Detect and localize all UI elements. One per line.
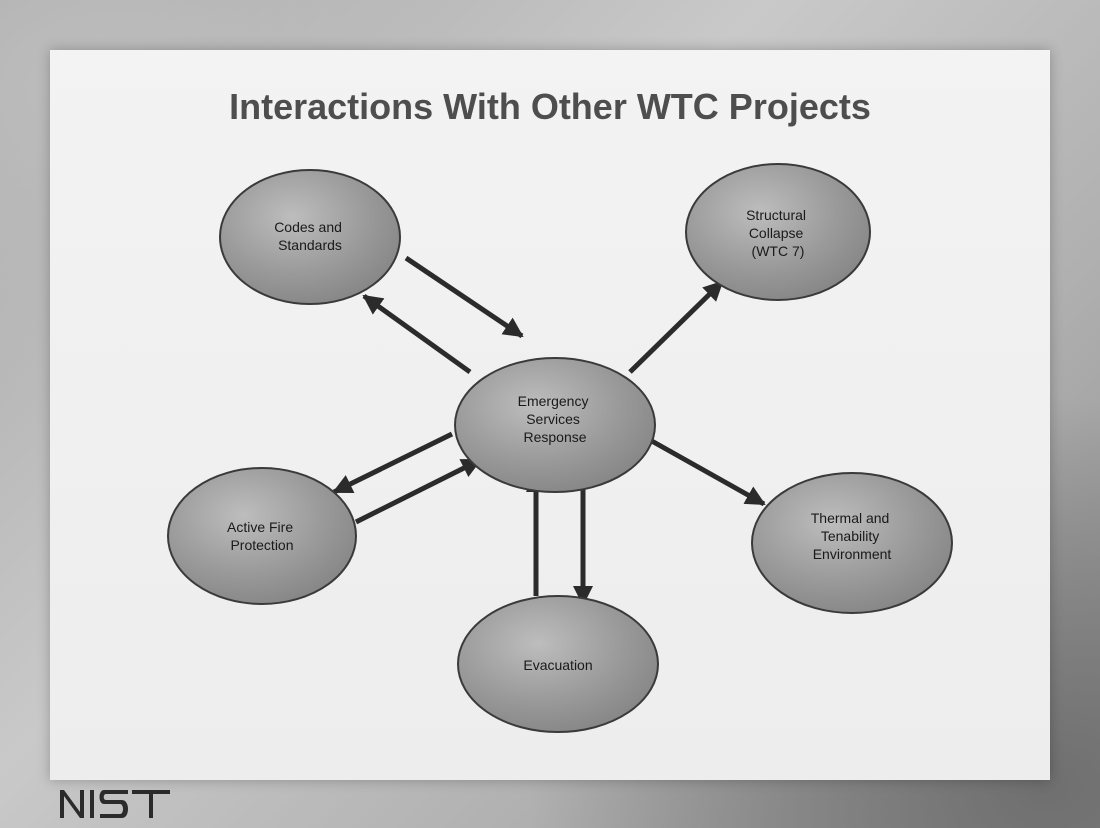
node-label-line: Emergency [518, 393, 589, 409]
node-label-line: Protection [230, 537, 293, 553]
node-active-fire-protection: Active Fire Protection [167, 467, 357, 605]
node-label-line: Evacuation [523, 657, 592, 673]
arrow-emergency-to-fire [332, 431, 454, 495]
node-label-line: Response [523, 429, 586, 445]
svg-text:Active Fire Protection: Active Fire Protection [227, 519, 297, 553]
node-label-line: (WTC 7) [752, 243, 805, 259]
node-structural-collapse: Structural Collapse (WTC 7) [685, 163, 871, 301]
slide-title: Interactions With Other WTC Projects [229, 86, 871, 127]
node-label-line: Collapse [749, 225, 804, 241]
node-label-line: Codes and [274, 219, 342, 235]
svg-text:Thermal and Tenability: Thermal and Tenability Environment [811, 510, 893, 562]
svg-text:Structural Collapse: Structural Collapse (WTC 7) [746, 207, 810, 259]
arrow-emergency-to-thermal [648, 437, 766, 507]
edges-group [332, 255, 766, 606]
svg-text:Evacuation: Evacuation [523, 657, 592, 673]
node-thermal-and-tenability: Thermal and Tenability Environment [751, 472, 953, 614]
node-evacuation: Evacuation [457, 595, 659, 733]
node-label-line: Environment [813, 546, 892, 562]
node-label-line: Tenability [821, 528, 879, 544]
arrow-codes-to-emergency [404, 255, 524, 339]
node-label-line: Services [526, 411, 580, 427]
node-label-line: Thermal and [811, 510, 890, 526]
arrow-emergency-to-structural [628, 280, 724, 374]
arrow-emergency-to-codes [362, 293, 472, 375]
node-codes-and-standards: Codes and Standards [219, 169, 401, 305]
node-emergency-services-response: Emergency Services Response [454, 357, 656, 493]
arrow-fire-to-emergency [354, 457, 482, 525]
node-label-line: Standards [278, 237, 342, 253]
nist-logo [60, 790, 170, 818]
node-label-line: Structural [746, 207, 806, 223]
svg-text:Emergency Services: Emergency Services Response [518, 393, 593, 445]
svg-text:Codes and Standards: Codes and Standards [274, 219, 346, 253]
node-label-line: Active Fire [227, 519, 293, 535]
